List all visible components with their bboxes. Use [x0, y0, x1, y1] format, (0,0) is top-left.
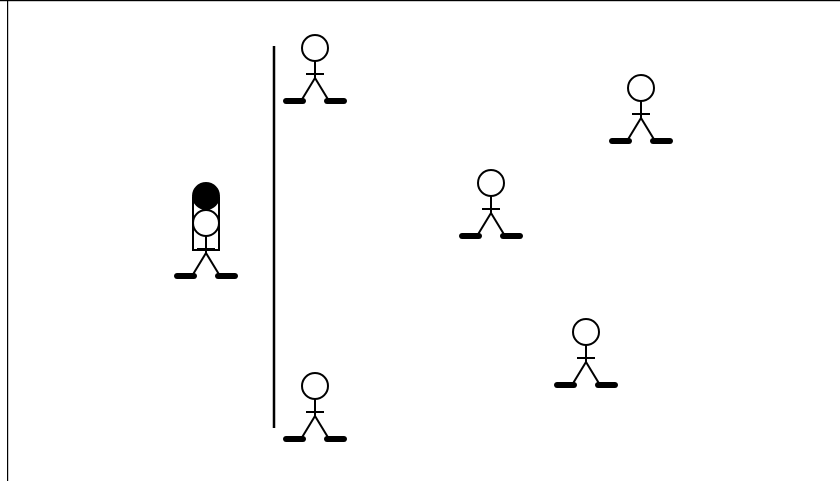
- figures-layer: [177, 35, 670, 439]
- figure-top-left-left-leg: [301, 78, 315, 101]
- figure-bottom-right-left-leg: [572, 362, 586, 385]
- frame-left-border: [7, 0, 8, 481]
- figure-top-right-head: [628, 75, 654, 101]
- figure-carrying-backpack: [177, 183, 235, 276]
- figure-carrying-backpack-head: [193, 210, 219, 236]
- figure-top-left-right-leg: [315, 78, 329, 101]
- figure-bottom-left-left-leg: [301, 416, 315, 439]
- figure-bottom-left-head: [302, 373, 328, 399]
- figure-bottom-right-right-leg: [586, 362, 600, 385]
- figure-carrying-backpack-left-leg: [192, 253, 206, 276]
- figure-top-right-left-leg: [627, 118, 641, 141]
- figure-bottom-right-head: [573, 319, 599, 345]
- figure-center: [462, 170, 520, 236]
- figure-top-left: [286, 35, 344, 101]
- figure-bottom-left-right-leg: [315, 416, 329, 439]
- figure-top-right: [612, 75, 670, 141]
- figure-carrying-backpack-backpack-top: [193, 183, 219, 209]
- figure-center-right-leg: [491, 213, 505, 236]
- figure-top-left-head: [302, 35, 328, 61]
- figure-carrying-backpack-right-leg: [206, 253, 220, 276]
- frame-top-border: [0, 0, 840, 1]
- figure-top-right-right-leg: [641, 118, 655, 141]
- figure-center-head: [478, 170, 504, 196]
- figure-bottom-left: [286, 373, 344, 439]
- figure-bottom-right: [557, 319, 615, 385]
- figure-center-left-leg: [477, 213, 491, 236]
